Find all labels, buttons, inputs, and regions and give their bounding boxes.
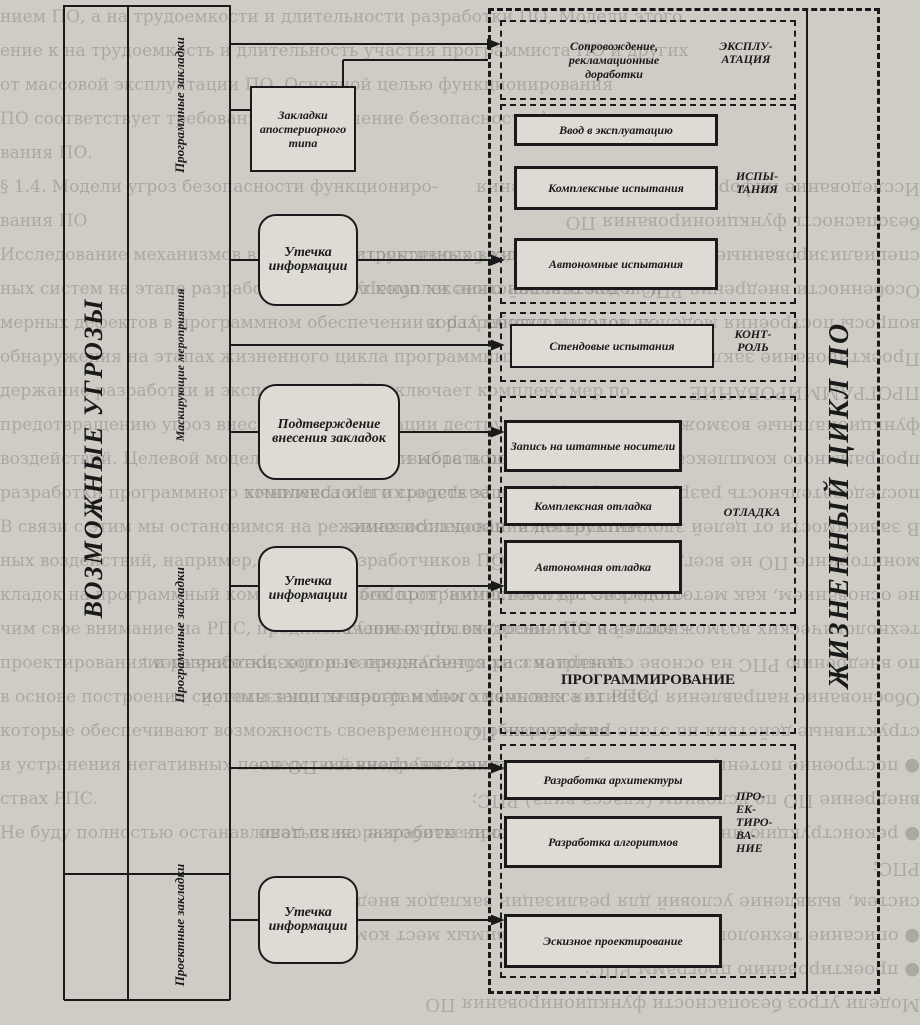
phase-debugging: ОТЛАДКА	[723, 505, 781, 519]
background-text-line: ение к на трудоемкость и длительность уч…	[0, 41, 689, 61]
background-text-line: ствах РПС.	[0, 789, 99, 809]
section-testing	[500, 104, 796, 304]
phase-design: ПРО- ЕК- ТИРО- ВА- НИЕ	[736, 789, 773, 855]
auto-debug-box: Автономная отладка	[504, 540, 682, 594]
section-exploitation	[500, 20, 796, 100]
sketch-box: Эскизное проектирование	[504, 914, 722, 968]
threat-group-program-top: Программные закладки	[172, 37, 187, 173]
commission-box: Ввод в эксплуатацию	[514, 114, 718, 146]
algorithms-box: Разработка алгоритмов	[504, 816, 722, 868]
threat-group-masking: Маскирующие мероприятия	[173, 288, 187, 442]
bench-box: Стендовые испытания	[510, 324, 714, 368]
background-text-line: Не буду полностью останавливаться на раз…	[0, 823, 580, 843]
leak-box-1: Утечка информации	[258, 214, 358, 306]
phase-exploitation: ЭКСПЛУ- АТАЦИЯ	[719, 39, 773, 66]
background-text-line: проектирования и разработки, которые пре…	[0, 653, 626, 673]
background-text-line: в основе построения системы защиты прогр…	[0, 687, 656, 707]
lifecycle-frame	[488, 8, 880, 994]
section-programming	[500, 624, 796, 734]
background-text-line: разработки программного комплекса и его …	[0, 483, 547, 503]
section-debugging	[500, 396, 796, 614]
section-design	[500, 744, 796, 978]
background-text-line: и устранения негативных последствий внед…	[0, 755, 607, 775]
leak-box-2: Утечка информации	[258, 546, 358, 632]
threat-group-program-bottom: Программные закладки	[172, 567, 187, 703]
background-text-line: нием ПО, а на трудоемкости и длительност…	[0, 7, 683, 27]
background-text-line: обнаружения на этапах жизненного цикла п…	[0, 347, 632, 367]
threats-title: ВОЗМОЖНЫЕ УГРОЗЫ	[79, 297, 108, 619]
leak-box-3: Утечка информации	[258, 876, 358, 964]
architecture-box: Разработка архитектуры	[504, 760, 722, 800]
confirm-bookmarks-box: Подтверждение внесения закладок	[258, 384, 400, 480]
background-text-line: В связи с этим мы остановимся на режимах…	[0, 517, 642, 537]
lifecycle-title: ЖИЗНЕННЫЙ ЦИКЛ ПО	[824, 321, 855, 689]
aposteriori-bookmark-box: Закладки апостериорного типа	[250, 86, 356, 172]
threat-group-design: Проектные закладки	[172, 863, 187, 987]
programming-label: ПРОГРАММИРОВАНИЕ	[561, 672, 735, 688]
complex-debug-box: Комплексная отладка	[504, 486, 682, 526]
section-control	[500, 312, 796, 382]
complex-test-box: Комплексные испытания	[514, 166, 718, 210]
background-text-line: которые обеспечивают возможность своевре…	[0, 721, 610, 741]
phase-testing: ИСПЫ- ТАНИЯ	[735, 169, 779, 196]
phase-control: КОНТ- РОЛЬ	[734, 327, 772, 354]
record-box: Запись на штатные носители	[504, 420, 682, 472]
background-text-line: от массовой эксплуатации ПО, Основной це…	[0, 75, 614, 95]
auto-test-box: Автономные испытания	[514, 238, 718, 290]
background-text-line: вания ПО.	[0, 143, 93, 163]
support-box: Сопровождение, рекламационные доработки	[568, 39, 660, 81]
background-text-line: § 1.4. Модели угроз безопасности функцио…	[0, 177, 438, 197]
background-text-line: вания ПО	[0, 211, 88, 231]
